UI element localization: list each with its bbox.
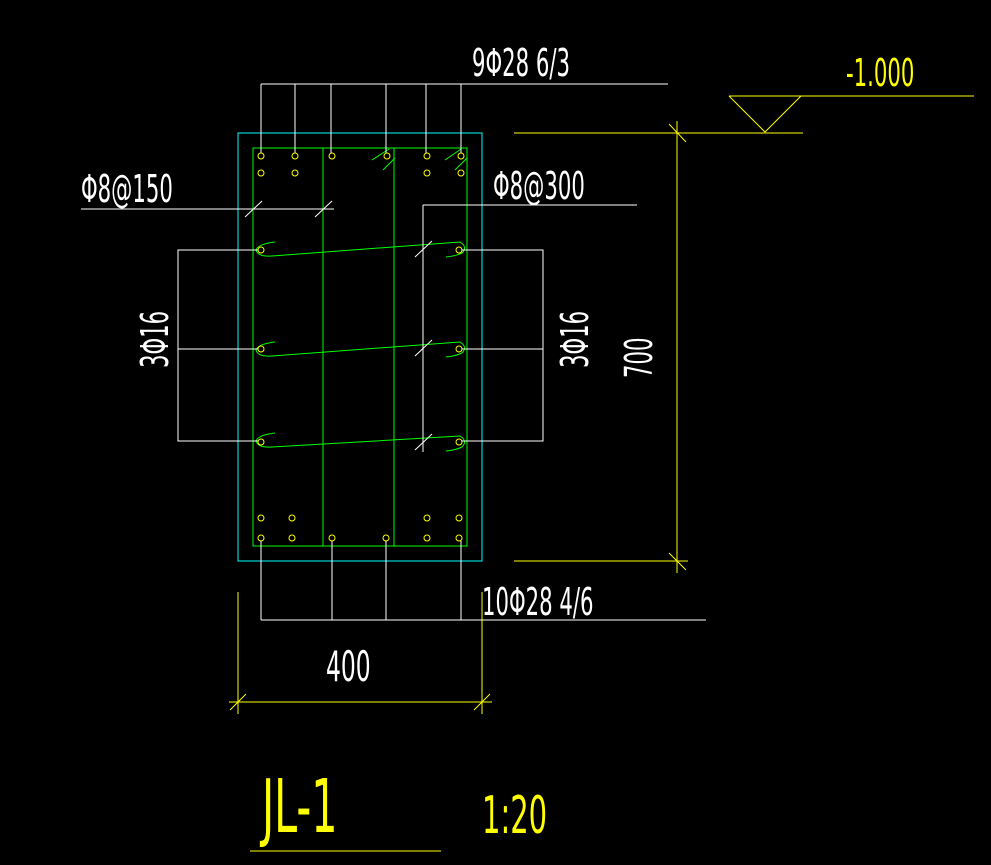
dimension-lines	[229, 95, 974, 852]
width-dimension: 400	[326, 642, 371, 691]
stirrup-outer	[252, 147, 468, 547]
scale-label: 1:20	[482, 786, 548, 846]
section-title: JL-1	[262, 764, 338, 850]
side-rebar-left-label: 3Φ16	[133, 310, 177, 368]
concrete-outline	[237, 132, 483, 562]
side-rebar-right-label: 3Φ16	[553, 310, 597, 368]
top-rebar-label: 9Φ28 6/3	[472, 41, 570, 85]
stirrup-left-label: Φ8@150	[81, 167, 173, 211]
leader-lines	[81, 83, 706, 621]
elevation-label: -1.000	[846, 51, 915, 95]
height-dimension: 700	[617, 337, 661, 378]
tie-bars	[255, 148, 468, 452]
bottom-rebar-label: 10Φ28 4/6	[482, 580, 594, 624]
rebars	[257, 152, 465, 542]
stirrup-right-label: Φ8@300	[493, 164, 585, 208]
